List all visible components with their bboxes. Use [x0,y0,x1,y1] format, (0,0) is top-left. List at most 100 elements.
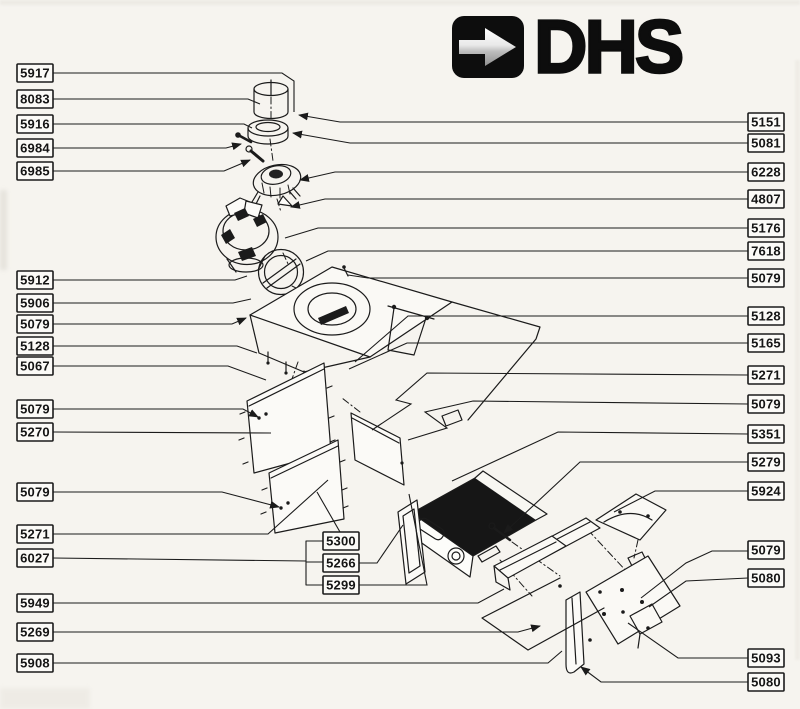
screw-part [235,132,265,163]
leader-line-5271 [371,372,749,431]
part-label-box [16,161,54,181]
part-label-5079-left: 5079 [16,314,54,334]
part-number: 5093 [751,651,781,666]
part-number: 5271 [20,527,50,542]
part-label-5079-left: 5079 [16,399,54,419]
leader-line-5271 [53,479,329,535]
leader-line-6228 [299,171,748,182]
front-panel-part [238,362,336,474]
part-number: 5266 [326,556,356,571]
part-label-box [747,162,785,182]
mount-ring-part [247,119,289,145]
leader-line-5081 [292,130,748,144]
part-number: 4807 [751,192,781,207]
leader-line-5151 [298,112,748,123]
part-label-6027-left: 6027 [16,548,54,568]
part-number: 5269 [20,625,50,640]
part-label-box [16,356,54,376]
part-label-5908-left: 5908 [16,653,54,673]
leader-line-5300 [316,491,341,533]
part-label-box [747,540,785,560]
part-label-6984-left: 6984 [16,138,54,158]
part-number: 5271 [751,368,781,383]
part-number: 5908 [20,656,50,671]
part-label-box [16,89,54,109]
part-label-5300-middle: 5300 [322,531,360,551]
part-label-5266-middle: 5266 [322,553,360,573]
leader-line-5917 [53,72,295,112]
part-label-box [16,63,54,83]
heat-exchanger-part [397,470,548,585]
part-number: 5299 [326,578,356,593]
leader-line-5079 [53,408,259,418]
motor-part [215,197,279,273]
leader-line-5908 [53,650,563,664]
leader-line-5080 [648,577,749,608]
part-label-5165-right: 5165 [747,333,785,353]
leader-line-5270 [52,431,272,434]
part-label-box [16,653,54,673]
leader-lines-layer [52,72,749,683]
part-label-box [747,268,785,288]
part-label-6985-left: 6985 [16,161,54,181]
part-label-box [16,293,54,313]
part-label-box [747,424,785,444]
arrow-right-icon [452,16,524,78]
leader-line-5279 [503,461,748,534]
part-number: 5151 [751,115,781,130]
right-panel-part [350,412,405,486]
part-labels-layer: 5917808359166984698559125906507951285067… [16,63,785,692]
leader-line-5128 [53,345,258,354]
part-label-box [16,422,54,442]
part-number: 5079 [751,271,781,286]
part-label-box [16,524,54,544]
part-number: 5079 [751,397,781,412]
leader-line-5079 [640,550,748,599]
part-number: 5279 [751,455,781,470]
part-number: 5300 [326,534,356,549]
part-number: 5079 [20,317,50,332]
label-bracket [305,540,324,586]
part-label-5128-right: 5128 [747,306,785,326]
part-label-5079-left: 5079 [16,482,54,502]
part-number: 5128 [20,339,50,354]
leader-line-6984 [53,142,242,151]
part-label-5270-left: 5270 [16,422,54,442]
leader-line-5079 [407,400,749,441]
part-label-5299-middle: 5299 [322,575,360,595]
leader-line-5299 [359,493,428,586]
part-label-box [747,394,785,414]
part-label-6228-right: 6228 [747,162,785,182]
part-label-5151-right: 5151 [747,112,785,132]
lower-panel-part [260,439,349,534]
part-label-box [747,241,785,261]
part-label-5093-right: 5093 [747,648,785,668]
part-label-box [16,138,54,158]
part-label-box [16,336,54,356]
part-label-box [747,672,785,692]
leader-line-4807 [290,198,748,209]
part-label-box [747,189,785,209]
leader-line-8083 [53,98,261,105]
part-label-box [747,306,785,326]
part-number: 6985 [20,164,50,179]
part-label-5916-left: 5916 [16,114,54,134]
leader-line-5266 [359,524,404,564]
part-number: 5270 [20,425,50,440]
part-label-box [747,568,785,588]
part-label-5176-right: 5176 [747,218,785,238]
gasket-ring-part [257,248,305,296]
logo-text: DHS [533,4,686,89]
part-label-box [16,482,54,502]
part-label-5080-right: 5080 [747,568,785,588]
leader-line-7618 [305,250,748,262]
part-label-box [16,548,54,568]
leader-line-5916 [53,123,253,129]
part-label-box [747,452,785,472]
leader-line-5128 [354,315,748,363]
part-number: 5912 [20,273,50,288]
part-label-5351-right: 5351 [747,424,785,444]
dhs-logo: DHS [452,4,686,89]
part-label-box [747,218,785,238]
